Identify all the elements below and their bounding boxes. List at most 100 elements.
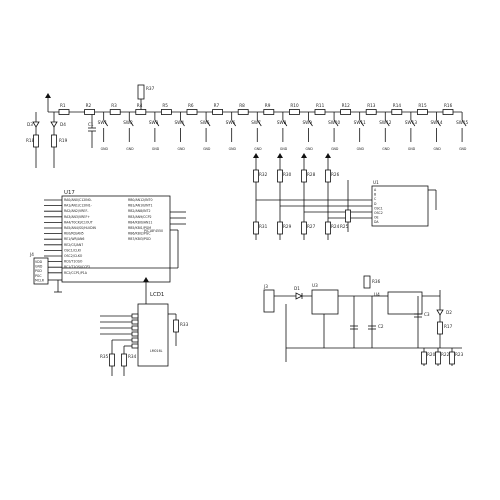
power-connector	[263, 289, 275, 313]
switch-icon	[128, 119, 134, 127]
switch-label: SW13	[405, 120, 417, 125]
resistor-label: R13	[367, 103, 376, 108]
ground-label: GND	[382, 147, 390, 151]
switch-label: SW4	[174, 120, 184, 125]
resistor-icon	[325, 169, 331, 183]
resistor-icon	[365, 109, 377, 115]
resistor-icon	[212, 109, 224, 115]
resistor-icon	[33, 134, 39, 148]
resistor-icon	[442, 109, 454, 115]
switch-icon	[154, 119, 160, 127]
regulator-ref: U4	[374, 292, 380, 297]
mcu-pin-label: RB6/KBI2/PGC	[128, 232, 151, 236]
switch-label: SW5	[200, 120, 210, 125]
resistor-icon	[325, 221, 331, 235]
resistor-label: R25	[340, 224, 349, 229]
switch-label: SW14	[430, 120, 442, 125]
resistor-icon	[121, 353, 127, 367]
switch-label: SW2	[123, 120, 133, 125]
mcu-pin-label: RB7/KBI3/PGD	[128, 237, 151, 241]
resistor-icon	[340, 109, 352, 115]
mcu-pin-label: RB1/AN10/INT1	[128, 204, 153, 208]
resistor-label: R22	[441, 352, 450, 357]
resistor-icon	[416, 109, 428, 115]
resistor-icon	[435, 351, 441, 365]
encoder-pin-label: A	[374, 188, 377, 192]
resistor-icon	[301, 221, 307, 235]
header-pin-label: PGD	[35, 269, 42, 273]
resistor-icon	[253, 169, 259, 183]
led-icon	[32, 121, 40, 128]
lcd-part: LM016L	[150, 349, 163, 353]
ground-label: GND	[229, 147, 237, 151]
resistor-icon	[314, 109, 326, 115]
ground-label: GND	[408, 147, 416, 151]
header-pin-label: MCLR	[35, 278, 45, 282]
ground-label: GND	[203, 147, 211, 151]
resistor-icon	[421, 351, 427, 365]
resistor-label: R3	[111, 103, 117, 108]
ground-label: GND	[177, 147, 185, 151]
resistor-label: R31	[259, 224, 268, 229]
mcu-part-name: PIC18F4550	[144, 229, 163, 233]
resistor-icon	[135, 109, 147, 115]
mcu-pin-label: OSC1/CLKI	[64, 248, 81, 252]
switch-label: SW1	[98, 120, 108, 125]
resistor-label: R27	[307, 224, 316, 229]
encoder-pin-label: D	[374, 202, 377, 206]
regulator-ref: U3	[312, 283, 318, 288]
resistor-icon	[277, 221, 283, 235]
resistor-icon	[263, 109, 275, 115]
resistor-label: R26	[331, 172, 340, 177]
ground-label: GND	[459, 147, 467, 151]
mcu-pin-label: RC1/T1OSI/CCP2	[64, 265, 90, 269]
encoder-ic	[371, 185, 429, 227]
switch-icon	[308, 119, 313, 127]
switch-icon	[461, 119, 467, 127]
switch-icon	[180, 119, 185, 127]
mcu-pin-label: RA3/AN3/VREF+	[64, 215, 90, 219]
resistor-icon	[437, 321, 443, 335]
encoder-pin-label: B	[374, 193, 376, 197]
resistor-label: R16	[444, 103, 453, 108]
header-pin-label: VDD	[35, 260, 43, 264]
switch-label: SW11	[354, 120, 366, 125]
mcu-ref: U17	[64, 190, 75, 196]
vcc-arrow-icon	[253, 153, 259, 158]
encoder-pin-label: OSC1	[374, 206, 383, 210]
resistor-icon	[277, 169, 283, 183]
resistor-icon	[109, 353, 115, 367]
lcd-pin	[131, 325, 139, 331]
header-pin-label: GND	[35, 265, 43, 269]
led-label: D4	[60, 122, 66, 127]
resistor-icon	[109, 109, 121, 115]
resistor-icon	[253, 221, 259, 235]
resistor-label: R24	[331, 224, 340, 229]
resistor-label: R1	[60, 103, 66, 108]
resistor-icon	[160, 109, 172, 115]
power-block: J3 D1 U3 U4 R36 C2 C3 D2 R17	[263, 275, 464, 366]
mcu-pin-label: RA5/AN4/SS/HLVDIN	[64, 226, 97, 230]
regulator-2	[387, 291, 423, 315]
mcu-pin-label: RE2/CS/AN7	[64, 243, 83, 247]
resistor-icon	[51, 134, 57, 148]
led-label: D3	[27, 122, 33, 127]
mcu-pin-label: RB2/AN8/INT2	[128, 209, 150, 213]
switch-label: SW15	[456, 120, 468, 125]
ground-label: GND	[152, 147, 160, 151]
resistor-label: R30	[283, 172, 292, 177]
mcu-pin-label: RA4/T0CKI/C1OUT	[64, 220, 93, 224]
switch-label: SW9	[302, 120, 312, 125]
resistor-label: R33	[180, 322, 189, 327]
diode-ref: D1	[294, 286, 300, 291]
resistor-label: R17	[444, 324, 453, 329]
lcd-pin	[131, 319, 139, 325]
resistor-label: R7	[214, 103, 220, 108]
resistor-label: R23	[455, 352, 464, 357]
vcc-arrow-icon	[277, 153, 283, 158]
header-body	[33, 257, 49, 285]
switch-label: SW7	[251, 120, 261, 125]
resistor-icon	[186, 109, 198, 115]
